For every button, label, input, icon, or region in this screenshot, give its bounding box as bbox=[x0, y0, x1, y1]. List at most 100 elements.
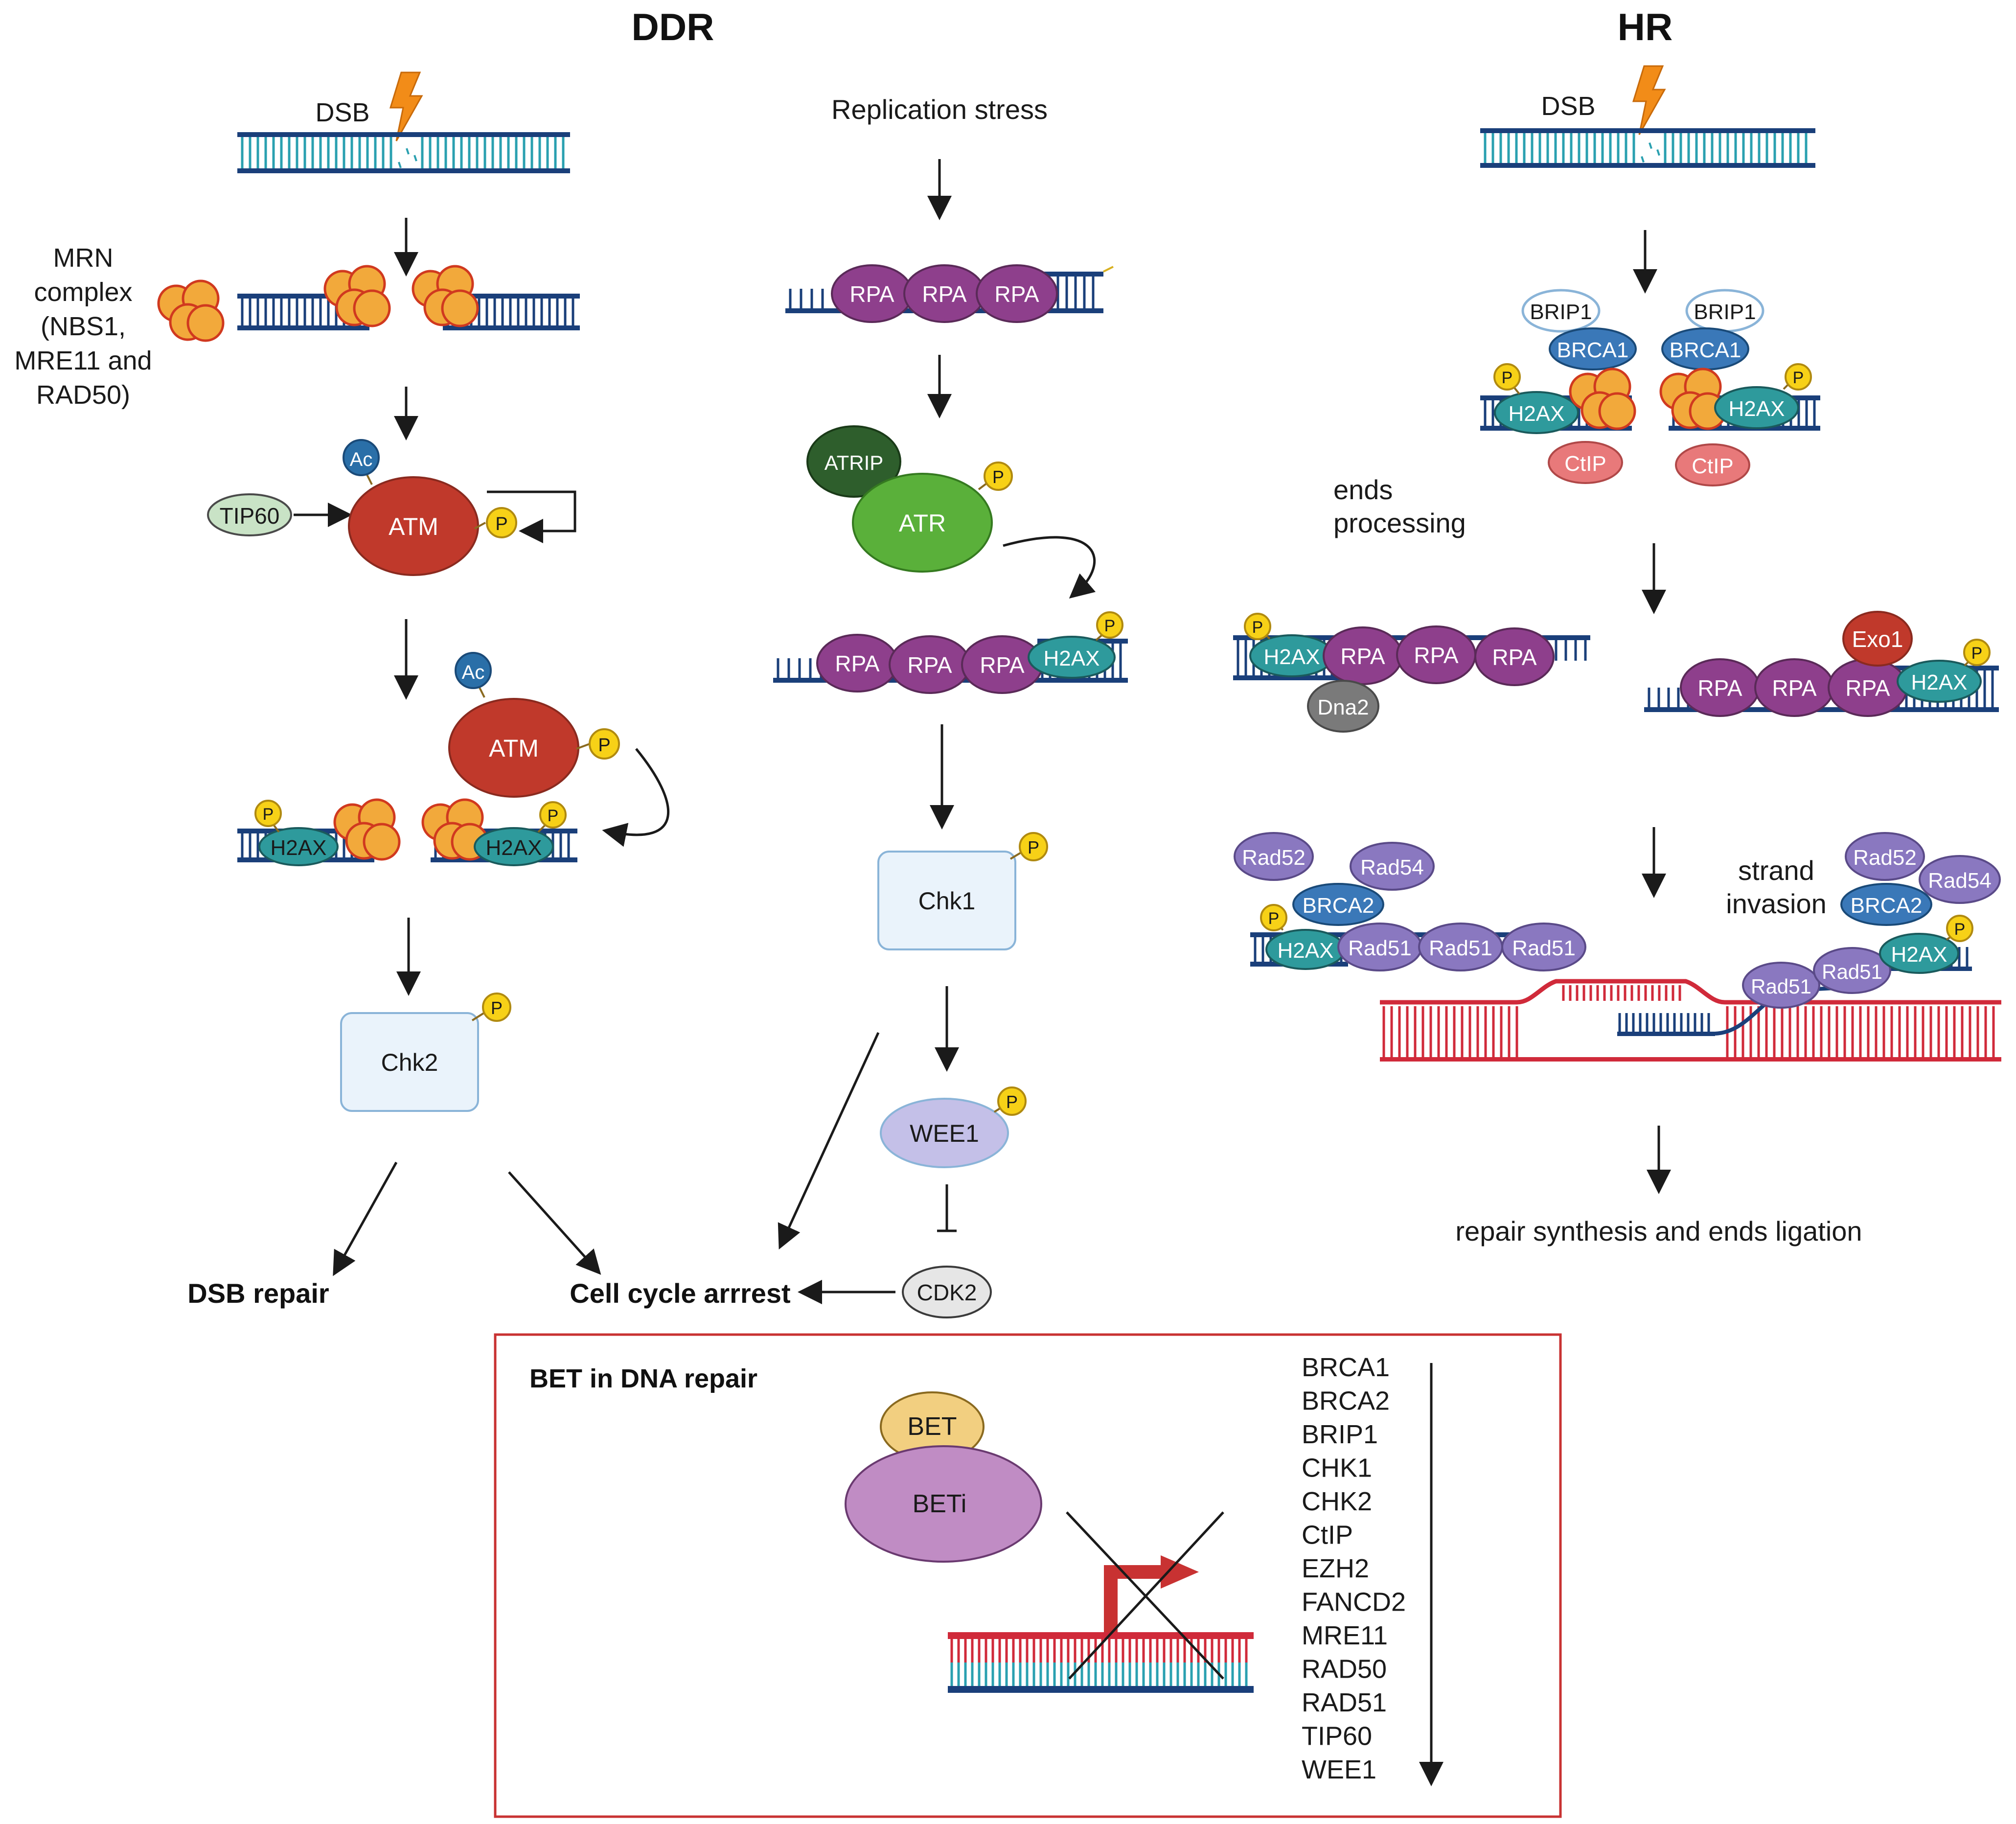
brca2-node bbox=[1840, 883, 1932, 926]
lightning-icon bbox=[389, 71, 423, 142]
brca2-node bbox=[1292, 883, 1384, 926]
phospho-badge bbox=[997, 1086, 1027, 1116]
svg-text:P: P bbox=[1006, 1092, 1018, 1112]
svg-text:BRCA1: BRCA1 bbox=[1557, 338, 1629, 362]
arrow-chk1-to-arrest bbox=[778, 1032, 880, 1250]
svg-text:P: P bbox=[263, 805, 274, 824]
svg-text:RPA: RPA bbox=[907, 652, 952, 678]
svg-text:Rad54: Rad54 bbox=[1360, 855, 1424, 879]
phospho-badge bbox=[1785, 363, 1812, 391]
svg-text:P: P bbox=[548, 807, 559, 825]
mrn-complex-label: MRN complex (NBS1, MRE11 and RAD50) bbox=[14, 243, 152, 410]
rad51-node bbox=[1742, 962, 1820, 1009]
svg-text:RPA: RPA bbox=[922, 281, 966, 307]
rad54-node bbox=[1350, 842, 1435, 891]
strand-invasion-label: strand invasion bbox=[1726, 855, 1826, 919]
phospho-badge bbox=[1493, 363, 1521, 391]
mrn-icon bbox=[325, 266, 389, 326]
svg-text:Dna2: Dna2 bbox=[1317, 695, 1369, 719]
chk1-node: Chk1 P bbox=[877, 832, 1048, 950]
bet-box: BET in DNA repair BET BETi BRCA1BRCA2BRI… bbox=[494, 1333, 1562, 1818]
phospho-badge bbox=[1096, 611, 1123, 639]
svg-text:P: P bbox=[1028, 837, 1039, 857]
gene-item: MRE11 bbox=[1302, 1621, 1388, 1650]
svg-text:RAD50): RAD50) bbox=[36, 380, 130, 410]
svg-text:RPA: RPA bbox=[994, 281, 1039, 307]
svg-text:BET: BET bbox=[907, 1412, 957, 1441]
svg-text:Rad52: Rad52 bbox=[1853, 846, 1917, 870]
blocked-transcription bbox=[948, 1511, 1254, 1693]
mrn-icon bbox=[413, 266, 478, 326]
svg-text:WEE1: WEE1 bbox=[910, 1120, 979, 1147]
cdk2-node: CDK2 bbox=[902, 1266, 992, 1318]
svg-text:RPA: RPA bbox=[1772, 675, 1816, 701]
acetyl-badge bbox=[455, 652, 492, 689]
svg-text:RPA: RPA bbox=[1340, 644, 1385, 669]
autophosphorylation-arrow bbox=[487, 490, 576, 543]
atm-label: ATM bbox=[389, 513, 438, 540]
gene-item: CHK1 bbox=[1302, 1454, 1372, 1483]
svg-text:P: P bbox=[992, 467, 1004, 487]
svg-text:BRCA1: BRCA1 bbox=[1670, 338, 1741, 362]
h2ax-node bbox=[474, 827, 554, 866]
svg-text:P: P bbox=[1252, 618, 1263, 637]
h2ax-node bbox=[1494, 391, 1579, 434]
svg-text:Rad51: Rad51 bbox=[1512, 936, 1576, 960]
tip60-node bbox=[207, 493, 292, 536]
svg-text:H2AX: H2AX bbox=[1044, 646, 1100, 670]
strand-invasion-dloop: Rad51 Rad51 H2AX P Rad52 Rad54 BRCA2 bbox=[1380, 832, 2001, 1062]
arrow-chk2-to-arrest bbox=[508, 1171, 601, 1275]
svg-text:DSB: DSB bbox=[1541, 92, 1595, 121]
svg-text:Rad51: Rad51 bbox=[1822, 960, 1882, 983]
brip1-node bbox=[1521, 289, 1601, 333]
rpa-node bbox=[1474, 627, 1555, 686]
svg-text:H2AX: H2AX bbox=[1891, 943, 1947, 967]
atr-node bbox=[852, 473, 993, 573]
svg-text:Rad54: Rad54 bbox=[1928, 869, 1992, 893]
svg-text:P: P bbox=[1268, 909, 1280, 928]
svg-text:Ac: Ac bbox=[462, 662, 485, 683]
dna-duplex-broken-left bbox=[237, 132, 570, 173]
h2ax-node bbox=[1714, 386, 1799, 429]
gene-item: BRCA1 bbox=[1302, 1353, 1390, 1382]
svg-text:Rad51: Rad51 bbox=[1751, 975, 1811, 998]
svg-text:complex: complex bbox=[34, 277, 132, 307]
svg-text:RPA: RPA bbox=[849, 281, 894, 307]
svg-text:H2AX: H2AX bbox=[271, 836, 327, 860]
tip60-label: TIP60 bbox=[220, 503, 280, 529]
svg-text:P: P bbox=[491, 998, 503, 1018]
svg-text:H2AX: H2AX bbox=[486, 836, 542, 860]
hr-end-binding: BRIP1 BRCA1 H2AX P CtIP BRIP1 BRCA1 H2AX… bbox=[1480, 289, 1820, 486]
ends-processing-label: ends processing bbox=[1333, 474, 1466, 538]
svg-text:BRCA2: BRCA2 bbox=[1851, 894, 1923, 918]
svg-text:CtIP: CtIP bbox=[1564, 452, 1606, 476]
phospho-badge bbox=[539, 801, 567, 829]
phospho-badge bbox=[1260, 904, 1287, 931]
svg-text:Chk2: Chk2 bbox=[381, 1049, 438, 1076]
svg-text:RPA: RPA bbox=[980, 652, 1024, 678]
gene-item: CHK2 bbox=[1302, 1487, 1372, 1516]
svg-text:(NBS1,: (NBS1, bbox=[41, 312, 126, 341]
svg-text:H2AX: H2AX bbox=[1264, 645, 1320, 669]
chk2-node: Chk2 P bbox=[340, 993, 511, 1112]
svg-text:ATRIP: ATRIP bbox=[825, 451, 884, 474]
gene-item: BRIP1 bbox=[1302, 1420, 1378, 1449]
dsb-label-left: DSB bbox=[315, 98, 369, 127]
svg-text:BRIP1: BRIP1 bbox=[1694, 300, 1756, 324]
phospho-badge bbox=[482, 993, 511, 1022]
downregulated-gene-list: BRCA1BRCA2BRIP1CHK1CHK2CtIPEZH2FANCD2MRE… bbox=[1302, 1353, 1406, 1784]
svg-text:Rad51: Rad51 bbox=[1348, 936, 1412, 960]
svg-text:P: P bbox=[598, 735, 610, 756]
svg-text:BRCA2: BRCA2 bbox=[1303, 894, 1375, 918]
h2ax-node bbox=[258, 827, 339, 866]
rad51-loading-left: Rad52 Rad54 BRCA2 H2AX P Rad51 Rad51 Rad… bbox=[1234, 832, 1586, 971]
gene-item: CtIP bbox=[1302, 1521, 1353, 1550]
phospho-badge bbox=[1019, 832, 1048, 861]
phospho-badge bbox=[1946, 915, 1973, 942]
wee1-node: WEE1 P bbox=[880, 1086, 1027, 1168]
h2ax-node bbox=[1897, 660, 1982, 703]
svg-text:H2AX: H2AX bbox=[1509, 402, 1565, 426]
ddr-heading: DDR bbox=[632, 5, 714, 48]
exo1-node bbox=[1842, 611, 1913, 667]
svg-text:RPA: RPA bbox=[1697, 675, 1742, 701]
